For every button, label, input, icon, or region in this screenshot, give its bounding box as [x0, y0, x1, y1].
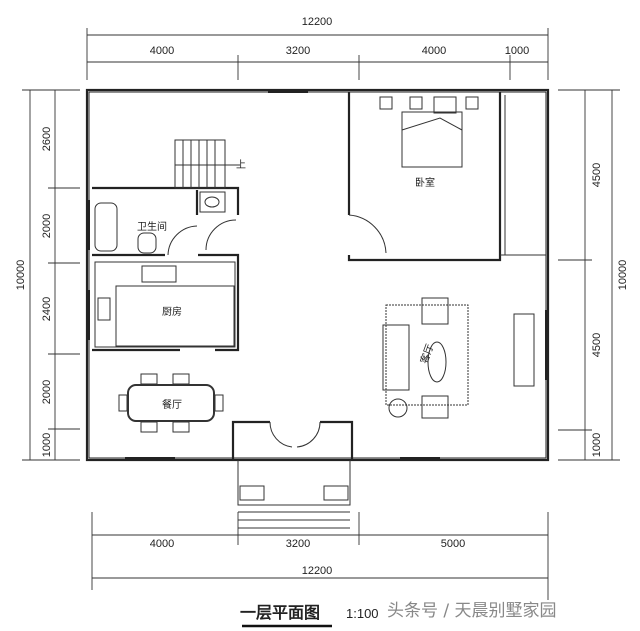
drawing-scale: 1:100	[346, 606, 379, 621]
doors	[167, 214, 387, 448]
drawing-title: 一层平面图	[240, 603, 320, 622]
dim-right-2: 4500	[591, 333, 603, 357]
bathroom-fixtures	[94, 191, 226, 254]
dim-right-1: 4500	[591, 163, 603, 187]
dim-bottom-3: 5000	[441, 538, 465, 550]
dim-left-4: 2000	[41, 380, 53, 404]
dim-top-2: 3200	[286, 45, 310, 57]
left-dimensions: 10000 2600 2000 2400 2000 1000	[15, 89, 80, 461]
living-label: 客厅	[417, 342, 436, 365]
dim-bottom-1: 4000	[150, 538, 174, 550]
walls	[85, 88, 550, 529]
kitchen-fixtures	[94, 261, 236, 348]
watermark: 头条号 / 天晨别墅家园	[387, 601, 557, 621]
dim-right-total: 10000	[617, 260, 629, 291]
dim-right-3: 1000	[591, 433, 603, 457]
bathroom-label: 卫生间	[137, 220, 167, 233]
dim-top-total: 12200	[302, 16, 333, 28]
dining-table	[118, 373, 224, 433]
stair-up-label: 上	[236, 159, 246, 171]
dim-left-5: 1000	[41, 433, 53, 457]
dim-top-1: 4000	[150, 45, 174, 57]
kitchen-label: 厨房	[162, 305, 182, 318]
bed	[379, 96, 479, 168]
top-dimensions: 12200 4000 3200 4000 1000	[86, 16, 549, 80]
dim-bottom-2: 3200	[286, 538, 310, 550]
staircase	[174, 139, 240, 189]
dim-left-3: 2400	[41, 297, 53, 321]
dim-top-4: 1000	[505, 45, 529, 57]
living-room-furniture	[382, 297, 535, 419]
dim-top-3: 4000	[422, 45, 446, 57]
right-dimensions: 4500 4500 1000 10000	[558, 89, 629, 461]
dim-left-1: 2600	[41, 127, 53, 151]
bottom-dimensions: 4000 3200 5000 12200	[91, 512, 549, 600]
dim-left-2: 2000	[41, 214, 53, 238]
dim-left-total: 10000	[15, 260, 27, 291]
bedroom-label: 卧室	[415, 176, 435, 189]
dim-bottom-total: 12200	[302, 565, 333, 577]
dining-label: 餐厅	[162, 398, 182, 411]
